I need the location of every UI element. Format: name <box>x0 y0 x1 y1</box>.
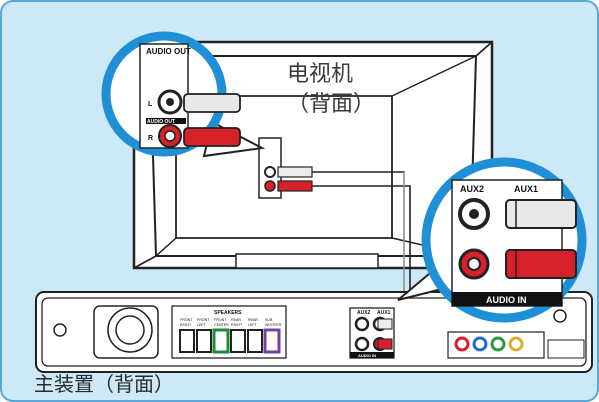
tv-title: 电视机 <box>287 62 354 87</box>
speaker-name-label: LEFT <box>197 323 207 327</box>
zoom-aux1-label: AUX1 <box>514 184 538 194</box>
unit-aux2-label: AUX2 <box>357 310 371 316</box>
zoom-audio-in-label: AUDIO IN <box>486 295 527 305</box>
main-unit-label: 主装置（背面） <box>34 372 174 396</box>
tv-left-marker: L <box>148 101 153 108</box>
speaker-name-label: CENTER <box>214 323 229 327</box>
zoom-aux2-label: AUX2 <box>460 184 484 194</box>
speaker-name-label: FRONT <box>180 318 193 322</box>
main-unit-rear <box>35 291 593 373</box>
speaker-name-label: RIGHT <box>180 323 192 327</box>
tv-zoom-circle <box>101 31 241 157</box>
speakers-label: SPEAKERS <box>214 310 242 316</box>
speaker-name-label: LEFT <box>248 323 258 327</box>
tv-subtitle: （背面） <box>287 92 376 117</box>
tv-right-marker: R <box>148 135 153 142</box>
unit-aux1-label: AUX1 <box>377 310 391 316</box>
tv-jack-label: AUDIO OUT <box>147 119 175 125</box>
speaker-name-label: REAR <box>248 318 258 322</box>
speaker-name-label: WOOFER <box>265 323 282 327</box>
speaker-name-labels: FRONTRIGHTFRONTLEFTFRONTCENTERREARRIGHTR… <box>180 318 282 327</box>
speaker-name-label: FRONT <box>214 318 227 322</box>
speaker-name-label: FRONT <box>197 318 210 322</box>
speaker-name-label: RIGHT <box>231 323 243 327</box>
tv-jack-block <box>258 137 313 199</box>
tv-audio-out-label: AUDIO OUT <box>146 47 191 56</box>
unit-zoom-circle <box>421 157 587 323</box>
speaker-name-label: SUB <box>265 318 273 322</box>
speaker-name-label: REAR <box>231 318 241 322</box>
unit-audio-in-label: AUDIO IN <box>358 353 376 358</box>
